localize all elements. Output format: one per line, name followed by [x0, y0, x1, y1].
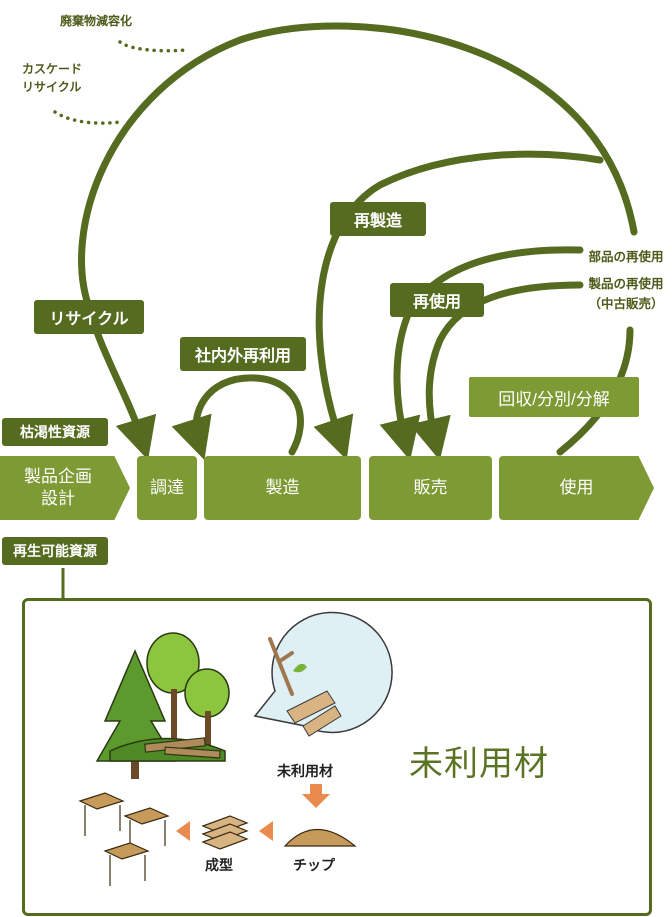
panel-title: 未利用材	[409, 745, 549, 783]
renewable-resource-label: 再生可能資源	[2, 537, 108, 565]
remanufacture-label: 再製造	[330, 202, 426, 236]
stage-planning: 製品企画 設計	[0, 456, 130, 520]
remanufacture-arc	[313, 150, 604, 460]
waste-reduction-note: 廃棄物減容化	[60, 14, 133, 28]
chip-caption: チップ	[293, 857, 335, 873]
bubble-icon	[253, 611, 393, 737]
unused-wood-caption: 未利用材	[277, 763, 333, 779]
stage-sales: 販売	[369, 456, 492, 520]
cascade-line1: カスケード	[22, 62, 83, 76]
left-arrow-icon-2	[176, 821, 190, 841]
product-reuse-text: 製品の再使用	[588, 277, 664, 292]
planning-line2: 設計	[41, 489, 75, 508]
stage-manufacturing: 製造	[204, 456, 361, 520]
desk-icon	[78, 792, 170, 886]
exhaustible-resource-label: 枯渇性資源	[2, 418, 108, 446]
reuse-annotations: 部品の再使用 製品の再使用 （中古販売）	[580, 248, 672, 314]
forest-icon	[95, 632, 230, 779]
internal-reuse-label: 社内外再利用	[180, 337, 306, 371]
recycle-arc	[78, 22, 638, 461]
molding-caption: 成型	[205, 857, 233, 873]
down-arrow-icon	[302, 784, 330, 808]
product-reuse-arrow	[409, 281, 584, 461]
internal-reuse-loop	[171, 374, 304, 461]
molded-board-icon	[201, 815, 249, 850]
cascade-line2: リサイクル	[22, 80, 82, 94]
stage-procurement: 調達	[137, 456, 197, 520]
used-sales-text: （中古販売）	[588, 296, 664, 311]
chip-pile-icon	[283, 828, 357, 847]
parts-reuse-text: 部品の再使用	[588, 250, 664, 264]
recycle-label: リサイクル	[34, 300, 144, 334]
stage-use: 使用	[499, 456, 654, 520]
cascade-dots	[53, 110, 122, 125]
reuse-label: 再使用	[390, 283, 484, 317]
cascade-note: カスケード リサイクル	[22, 60, 82, 96]
waste-reduction-dots	[118, 40, 188, 53]
unused-wood-illustration	[78, 611, 393, 886]
unused-wood-panel: 未利用材 未利用材 チップ 成型	[22, 598, 652, 916]
left-arrow-icon-1	[259, 821, 273, 841]
collect-separate-disassemble: 回収/分別/分解	[469, 377, 639, 417]
planning-line1: 製品企画	[24, 466, 92, 486]
